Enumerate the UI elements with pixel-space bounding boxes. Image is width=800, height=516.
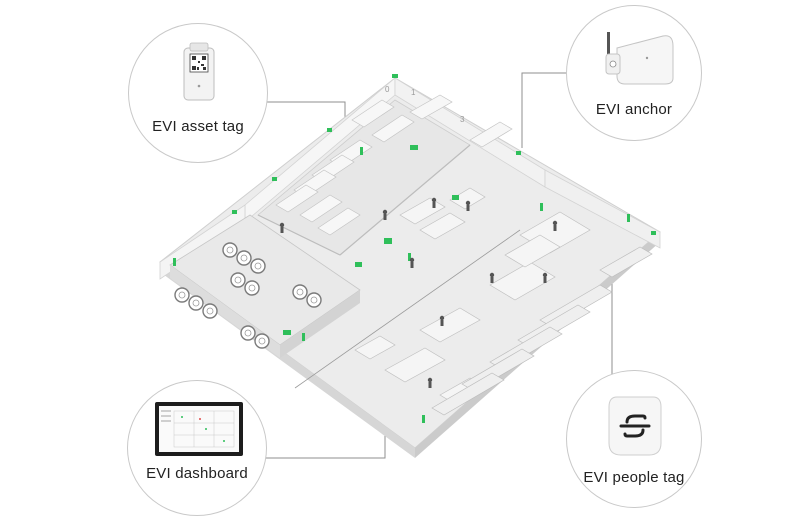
anchor-callout: EVI anchor	[566, 5, 702, 141]
anchor-markers	[173, 74, 656, 423]
bay-number: 3	[460, 115, 465, 124]
dashboard-connector	[262, 432, 386, 459]
asset-tag-callout: EVI asset tag	[128, 23, 268, 163]
asset-tag-label: EVI asset tag	[152, 118, 244, 135]
bay-number: 0	[385, 85, 390, 94]
storage-racks	[275, 94, 513, 236]
asset-tag-icon	[183, 42, 215, 101]
cable-room	[169, 214, 361, 358]
walkway-line	[294, 229, 521, 389]
anchor-connector	[521, 72, 575, 148]
workers	[279, 197, 558, 388]
bay-number: 1	[411, 88, 416, 97]
people-tag-icon	[608, 396, 662, 456]
anchor-label: EVI anchor	[595, 101, 673, 118]
dashboard-monitor-icon	[155, 402, 243, 456]
people-tag-label: EVI people tag	[583, 469, 685, 486]
dashboard-callout: EVI dashboard	[127, 380, 267, 516]
right-shelves	[431, 246, 653, 416]
people-tag-callout: EVI people tag	[566, 370, 702, 508]
anchor-icon	[605, 32, 674, 85]
dashboard-label: EVI dashboard	[146, 465, 248, 482]
